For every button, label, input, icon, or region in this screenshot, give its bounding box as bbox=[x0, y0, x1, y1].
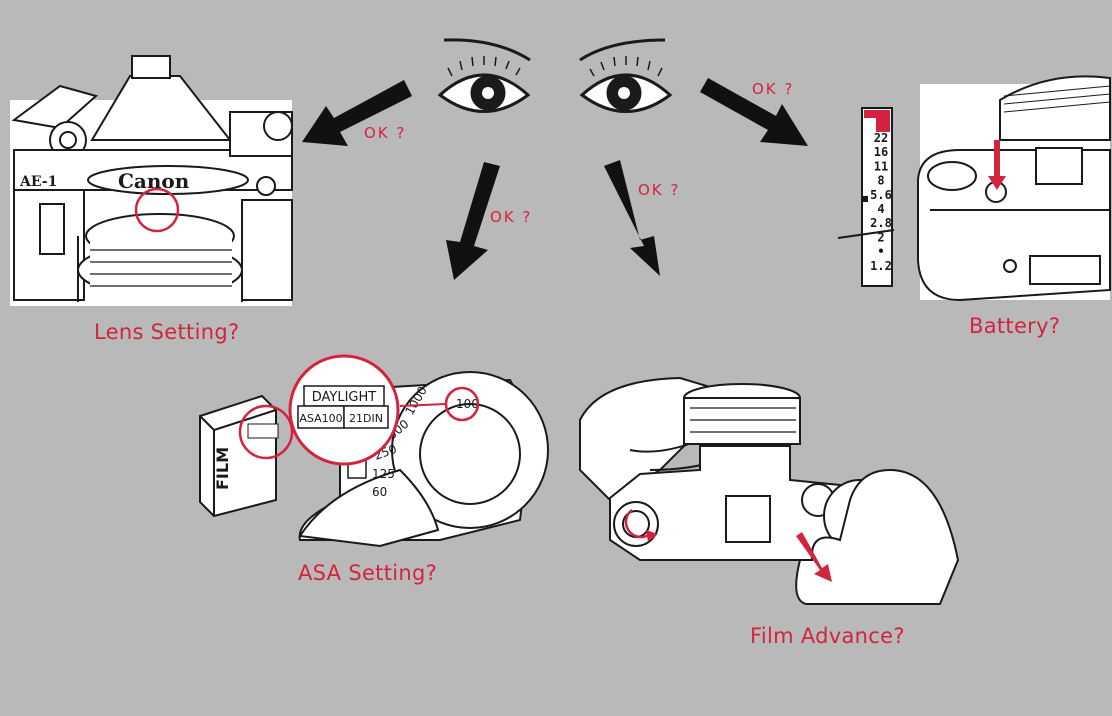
film-box-label: FILM bbox=[213, 447, 232, 490]
eyes-illustration bbox=[437, 38, 673, 113]
caption-asa-setting: ASA Setting? bbox=[298, 561, 438, 585]
arrow-to-battery bbox=[700, 78, 808, 146]
film-box: FILM bbox=[199, 394, 294, 518]
aperture-value: 1.2 bbox=[870, 259, 892, 273]
aperture-value: 5.6 bbox=[870, 188, 892, 202]
ok-label-film-advance: OK ? bbox=[638, 181, 681, 199]
caption-battery: Battery? bbox=[969, 314, 1061, 338]
camera-model-logo: AE-1 bbox=[19, 174, 57, 190]
right-eyebrow bbox=[579, 38, 666, 62]
asa-dial-value: 60 bbox=[372, 485, 387, 499]
camera-top-left: Canon AE-1 bbox=[10, 55, 293, 306]
arrow-to-film-advance bbox=[604, 160, 660, 276]
ok-label-battery: OK ? bbox=[752, 80, 795, 98]
lens-highlight-circle bbox=[134, 187, 180, 233]
aperture-value: 2.8 bbox=[870, 216, 892, 230]
direction-arrows bbox=[302, 78, 808, 280]
aperture-value: 22 bbox=[874, 131, 888, 145]
aperture-value: 16 bbox=[874, 145, 888, 159]
ok-label-lens: OK ? bbox=[364, 124, 407, 142]
arrow-to-asa bbox=[446, 162, 500, 280]
asa-dial-value: 100 bbox=[456, 397, 479, 411]
asa-box-21din: 21DIN bbox=[349, 412, 383, 425]
film-advance-arrow bbox=[796, 532, 832, 582]
aperture-value: 4 bbox=[877, 202, 884, 216]
camera-film-advance bbox=[579, 376, 960, 605]
arrow-to-lens bbox=[302, 80, 412, 146]
ok-label-asa: OK ? bbox=[490, 208, 533, 226]
aperture-value: • bbox=[877, 245, 884, 259]
asa-box-asa100: ASA100 bbox=[299, 412, 342, 425]
left-eyebrow bbox=[443, 38, 531, 62]
aperture-value: 2 bbox=[877, 230, 884, 244]
aperture-value: 11 bbox=[874, 159, 888, 173]
film-box-highlight bbox=[238, 404, 294, 460]
caption-lens-setting: Lens Setting? bbox=[94, 320, 240, 344]
battery-check-arrow bbox=[988, 140, 1006, 190]
asa-box-daylight: DAYLIGHT bbox=[312, 390, 377, 405]
asa-dial-value: 125 bbox=[372, 467, 395, 481]
camera-top-right bbox=[917, 75, 1111, 302]
aperture-value: 8 bbox=[877, 174, 884, 188]
right-hand bbox=[795, 468, 960, 605]
caption-film-advance: Film Advance? bbox=[750, 624, 905, 648]
